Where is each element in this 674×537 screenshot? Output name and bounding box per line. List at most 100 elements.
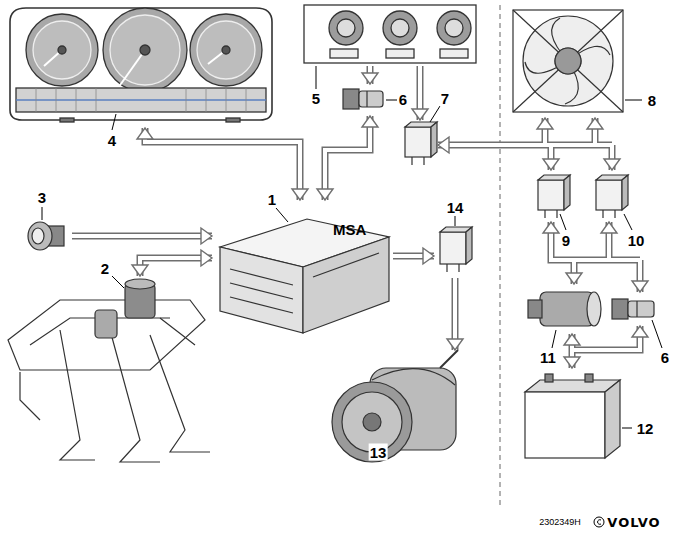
cooling-fan <box>523 16 613 106</box>
instrument-cluster <box>16 99 266 101</box>
climate-panel <box>330 49 358 58</box>
arrow-head <box>132 265 148 276</box>
pedal-assembly <box>150 335 210 452</box>
leader-line <box>624 214 632 230</box>
pressure-sensor <box>540 292 594 326</box>
climate-panel <box>304 5 476 63</box>
pedal-assembly <box>95 310 117 338</box>
arrow-head <box>201 228 212 244</box>
leader-line <box>622 428 632 429</box>
battery <box>525 380 620 392</box>
battery <box>525 374 620 458</box>
pedal-assembly <box>110 330 160 462</box>
callout-number: 2 <box>100 260 110 277</box>
relay <box>431 122 437 157</box>
instrument-cluster <box>26 14 98 86</box>
control-module: MSA <box>215 205 393 337</box>
callout-number: 8 <box>647 92 657 109</box>
instrument-cluster <box>222 46 230 54</box>
leader-line <box>112 114 116 130</box>
arrow-head <box>438 137 449 153</box>
instrument-cluster <box>110 15 180 85</box>
arrow-head <box>292 189 308 200</box>
ac-compressor <box>363 413 381 431</box>
instrument-cluster <box>140 45 150 55</box>
sensor <box>359 91 383 107</box>
cooling-fan <box>513 10 623 112</box>
arrow-head <box>566 273 582 284</box>
cooling-fan <box>555 48 581 74</box>
arrow-head <box>412 109 428 120</box>
battery <box>605 380 620 458</box>
relay <box>466 227 472 264</box>
brand-mark: VOLVO <box>606 514 661 531</box>
callout-number: 4 <box>107 132 117 149</box>
callout-number: 3 <box>37 189 47 206</box>
copyright-mark <box>594 517 604 527</box>
arrow-head <box>564 334 580 345</box>
arrow-head <box>632 281 648 292</box>
instrument-cluster <box>36 88 246 112</box>
sensor <box>366 91 367 107</box>
callout-number: 5 <box>311 90 321 107</box>
arrow-head <box>137 128 153 139</box>
divider-line <box>500 5 501 505</box>
callout-number: 14 <box>446 199 465 216</box>
relay <box>596 180 622 210</box>
instrument-cluster <box>118 50 145 88</box>
callout-number: 12 <box>636 420 655 437</box>
arrow-head <box>632 326 648 337</box>
climate-panel <box>383 11 417 45</box>
relay <box>596 175 628 218</box>
copyright-mark <box>594 517 604 527</box>
leader-line <box>386 100 397 101</box>
arrow-outline <box>325 116 370 200</box>
instrument-cluster <box>103 8 187 92</box>
relay <box>405 127 431 157</box>
sensor <box>636 301 637 317</box>
leader-line <box>455 216 456 226</box>
arrow-fill <box>325 116 370 200</box>
sensor <box>343 89 383 109</box>
instrument-cluster <box>197 21 255 79</box>
arrow-head <box>587 118 603 129</box>
relay <box>412 157 424 165</box>
relay <box>440 227 472 272</box>
cooling-fan <box>525 18 610 104</box>
ac-compressor <box>372 369 455 385</box>
sensor <box>612 299 628 319</box>
arrow-head <box>201 250 212 266</box>
climate-panel <box>386 49 414 58</box>
leader-line <box>652 320 662 348</box>
climate-panel <box>304 5 476 63</box>
relay <box>622 175 628 210</box>
figure-code: 2302349H <box>538 517 582 528</box>
ac-compressor <box>332 350 458 462</box>
climate-panel <box>445 19 463 37</box>
arrow-head <box>537 118 553 129</box>
relay <box>564 175 570 210</box>
arrow-head <box>423 248 434 264</box>
leader-line <box>316 66 317 89</box>
relay <box>538 175 570 218</box>
instrument-cluster <box>10 8 272 120</box>
callout-number: 9 <box>561 232 571 249</box>
arrow-head <box>362 116 378 127</box>
climate-panel <box>337 19 355 37</box>
battery <box>545 374 553 382</box>
pedal-assembly <box>8 279 210 462</box>
arrow-fill <box>572 326 640 350</box>
arrow-outline <box>572 326 640 350</box>
sensor <box>612 299 654 319</box>
instrument-cluster <box>226 118 240 122</box>
switch <box>28 222 64 250</box>
arrow-head <box>362 73 378 84</box>
instrument-cluster <box>33 21 91 79</box>
relay <box>447 264 459 272</box>
pressure-sensor <box>528 300 542 318</box>
instrument-cluster <box>58 46 66 54</box>
module-outline <box>220 247 303 333</box>
climate-panel <box>440 49 468 58</box>
relay <box>440 232 466 264</box>
